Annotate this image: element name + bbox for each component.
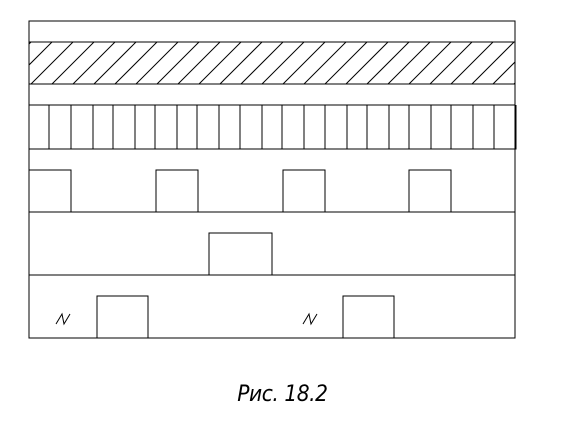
figure-caption: Рис. 18.2 [237, 382, 328, 407]
tooth-slot [408, 105, 432, 150]
hatch-line [198, 42, 242, 84]
break-mark [55, 312, 71, 326]
slot-square [342, 295, 395, 338]
tooth-slot [450, 105, 474, 150]
tooth-slot [112, 105, 136, 150]
hatch-line [429, 42, 473, 84]
tooth-slot [324, 105, 348, 150]
outer-frame [28, 20, 516, 339]
tooth-slot [281, 105, 305, 150]
tooth-slot [70, 105, 94, 150]
hatch-line [261, 42, 305, 84]
tooth-slot [493, 105, 517, 150]
hatch-line [156, 42, 200, 84]
hatch-line [408, 42, 452, 84]
hatch-line [450, 42, 494, 84]
hatch-line [135, 42, 179, 84]
tooth-slot [154, 105, 178, 150]
hatch-line [282, 42, 326, 84]
slot-square [155, 169, 199, 212]
hatch-line [387, 42, 431, 84]
hatch-line [345, 42, 389, 84]
hatch-line [72, 42, 116, 84]
hatch-line [492, 61, 515, 84]
hatch-line [29, 42, 32, 45]
slot-square [282, 169, 326, 212]
hatch-line [513, 82, 515, 84]
hatch-line [93, 42, 137, 84]
diagonal-hatching [0, 42, 566, 84]
hatch-line [366, 42, 410, 84]
hatch-line [303, 42, 347, 84]
tooth-slot [196, 105, 220, 150]
tooth-slot [28, 105, 50, 150]
hatch-line [30, 42, 74, 84]
break-mark [302, 312, 318, 326]
hatch-line [29, 42, 53, 66]
slot-square [28, 169, 72, 212]
hatch-line [0, 42, 10, 84]
hatch-line [177, 42, 221, 84]
tooth-slot [366, 105, 390, 150]
slot-square-large [208, 232, 273, 275]
hatch-line [51, 42, 95, 84]
hatch-line [219, 42, 263, 84]
hatch-line [324, 42, 368, 84]
hatch-line [114, 42, 158, 84]
hatch-line [535, 42, 566, 84]
tooth-slot [239, 105, 263, 150]
slot-square [96, 295, 149, 338]
hatch-line [240, 42, 284, 84]
hatch-line [471, 42, 515, 84]
slot-square [408, 169, 452, 212]
